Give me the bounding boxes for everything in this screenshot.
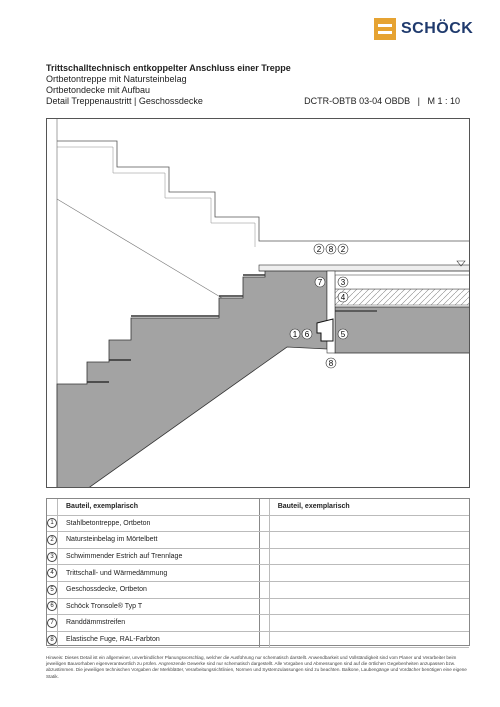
legend-header-left: Bauteil, exemplarisch bbox=[57, 499, 260, 516]
label-2b-top: 2 bbox=[337, 243, 349, 255]
level-marker-icon bbox=[456, 260, 466, 267]
title-main: Trittschalltechnisch entkoppelter Anschl… bbox=[46, 63, 291, 73]
brand-mark-icon bbox=[374, 18, 396, 40]
svg-text:8: 8 bbox=[329, 245, 334, 254]
label-4: 4 bbox=[337, 291, 349, 303]
svg-text:1: 1 bbox=[293, 330, 298, 339]
stair-soffit-line bbox=[56, 198, 238, 308]
svg-text:8: 8 bbox=[329, 359, 334, 368]
label-7: 7 bbox=[314, 276, 326, 288]
detail-drawing: 2 8 2 7 3 4 1 6 5 8 bbox=[46, 118, 470, 488]
svg-text:2: 2 bbox=[341, 245, 346, 254]
label-8-bottom: 8 bbox=[325, 357, 337, 369]
svg-text:5: 5 bbox=[341, 330, 346, 339]
impact-insulation bbox=[334, 288, 469, 306]
stair-finish bbox=[87, 274, 265, 383]
legend-table: Bauteil, exemplarisch Bauteil, exemplari… bbox=[46, 498, 470, 649]
stone-covering bbox=[258, 264, 469, 272]
stair-concrete bbox=[56, 268, 328, 487]
svg-text:4: 4 bbox=[341, 293, 346, 302]
label-markers: 2 8 2 7 3 4 1 6 5 8 bbox=[289, 243, 349, 369]
label-2-top: 2 bbox=[313, 243, 325, 255]
svg-text:6: 6 bbox=[305, 330, 310, 339]
title-sub-1: Ortbetontreppe mit Natursteinbelag bbox=[46, 74, 187, 84]
drawing-code: DCTR-OBTB 03-04 OBDB | M 1 : 10 bbox=[304, 96, 460, 106]
upper-steps-inner bbox=[57, 146, 256, 247]
svg-text:3: 3 bbox=[341, 278, 346, 287]
legend-header-right: Bauteil, exemplarisch bbox=[269, 499, 469, 516]
floating-screed bbox=[334, 274, 469, 290]
brand-logo: SCHÖCK bbox=[374, 18, 473, 40]
svg-text:7: 7 bbox=[318, 278, 323, 287]
title-sub-3: Detail Treppenaustritt | Geschossdecke bbox=[46, 96, 203, 106]
label-6: 6 bbox=[301, 328, 313, 340]
detail-drawing-svg: 2 8 2 7 3 4 1 6 5 8 bbox=[56, 119, 469, 487]
label-8-top: 8 bbox=[325, 243, 337, 255]
upper-steps-outline bbox=[57, 140, 469, 242]
tronsole-element bbox=[316, 318, 334, 342]
brand-name: SCHÖCK bbox=[401, 20, 474, 37]
label-5: 5 bbox=[337, 328, 349, 340]
title-block: Trittschalltechnisch entkoppelter Anschl… bbox=[46, 63, 466, 107]
floor-slab bbox=[334, 306, 469, 354]
svg-text:2: 2 bbox=[317, 245, 322, 254]
title-sub-2: Ortbetondecke mit Aufbau bbox=[46, 85, 151, 95]
label-1: 1 bbox=[289, 328, 301, 340]
footnote: Hinweis: Dieses Detail ist ein allgemein… bbox=[46, 655, 467, 679]
separation-joint bbox=[326, 270, 336, 354]
label-3: 3 bbox=[337, 276, 349, 288]
